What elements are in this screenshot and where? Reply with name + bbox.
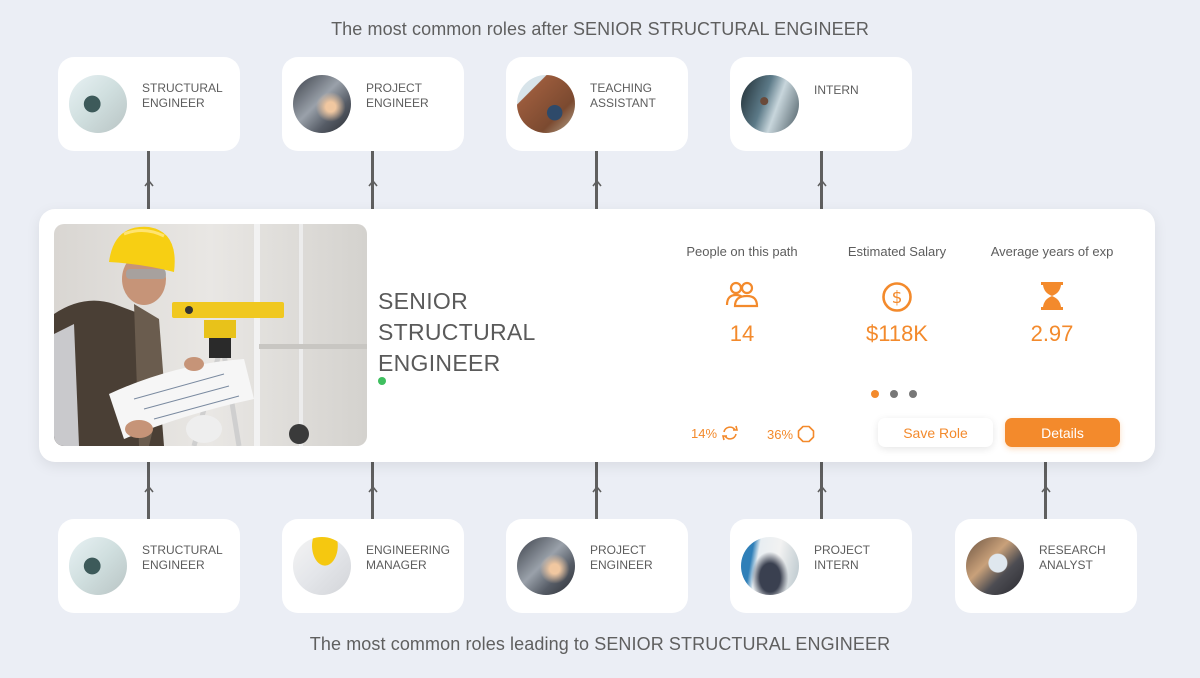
project-engineer-avatar [293, 75, 351, 133]
role-label-line2: ANALYST [1039, 558, 1093, 572]
current-role-card: SENIOR STRUCTURAL ENGINEER People on thi… [39, 209, 1155, 462]
teaching-assistant-avatar [517, 75, 575, 133]
title-line: STRUCTURAL [378, 319, 536, 345]
connector-line [595, 151, 598, 209]
stat-experience: Average years of exp 2.97 [972, 244, 1132, 347]
connector-line [371, 151, 374, 209]
role-label-line1: PROJECT [814, 543, 871, 557]
arrow-up-icon [592, 179, 602, 187]
octagon-icon [797, 425, 815, 443]
connector-line [820, 151, 823, 209]
metric-value: 36% [767, 426, 794, 442]
title-line: ENGINEER [378, 350, 501, 376]
structural-engineer-avatar [69, 75, 127, 133]
stat-value: $118K [866, 321, 928, 346]
intern-avatar [741, 75, 799, 133]
hourglass-icon [972, 281, 1132, 311]
role-label-line1: ENGINEERING [366, 543, 451, 557]
pagination-dot-2[interactable] [890, 390, 898, 398]
pagination-dot-3[interactable] [909, 390, 917, 398]
role-label-line2: MANAGER [366, 558, 427, 572]
pagination-dot-1[interactable] [871, 390, 879, 398]
next-roles-heading: The most common roles after SENIOR STRUC… [331, 19, 869, 39]
arrow-up-icon [592, 485, 602, 493]
refresh-icon [722, 425, 739, 441]
role-label-line2: ASSISTANT [590, 96, 656, 110]
arrow-up-icon [144, 179, 154, 187]
role-label-line1: INTERN [814, 82, 859, 97]
metric-retention: 14% [691, 425, 739, 441]
arrow-up-icon [368, 179, 378, 187]
connector-line [147, 151, 150, 209]
role-label-line2: ENGINEER [142, 96, 205, 110]
role-label-line1: PROJECT [590, 543, 647, 557]
stat-value: 2.97 [1030, 321, 1074, 346]
arrow-up-icon [368, 485, 378, 493]
current-role-title: SENIOR STRUCTURAL ENGINEER [378, 286, 536, 379]
pagination-dots [871, 390, 917, 398]
arrow-up-icon [144, 485, 154, 493]
stat-value: 14 [729, 321, 755, 346]
people-icon [662, 281, 822, 311]
research-analyst-avatar [966, 537, 1024, 595]
arrow-up-icon [1041, 485, 1051, 493]
role-label-line2: INTERN [814, 558, 859, 572]
metric-value: 14% [691, 425, 718, 441]
role-label-line1: PROJECT [366, 81, 423, 95]
metric-completion: 36% [767, 425, 815, 443]
stat-salary: Estimated Salary $ $118K [817, 244, 977, 347]
next-role-card-intern[interactable]: INTERN [730, 57, 912, 151]
connector-line [371, 462, 374, 519]
svg-text:$: $ [892, 288, 903, 308]
save-role-button[interactable]: Save Role [878, 418, 993, 447]
role-label-line2: ENGINEER [590, 558, 653, 572]
project-engineer-avatar [517, 537, 575, 595]
status-indicator [378, 377, 386, 385]
title-line: SENIOR [378, 288, 468, 314]
connector-line [820, 462, 823, 519]
arrow-up-icon [817, 179, 827, 187]
connector-line [147, 462, 150, 519]
role-label-line1: STRUCTURAL [142, 81, 223, 95]
stat-people: People on this path 14 [662, 244, 822, 347]
role-label-line2: ENGINEER [366, 96, 429, 110]
connector-line [1044, 462, 1047, 519]
stat-label: Estimated Salary [847, 244, 947, 259]
stat-label: Average years of exp [990, 244, 1114, 259]
role-label-line1: RESEARCH [1039, 543, 1106, 557]
stat-label: People on this path [686, 244, 798, 259]
project-intern-avatar [741, 537, 799, 595]
role-label-line2: ENGINEER [142, 558, 205, 572]
structural-engineer-avatar [69, 537, 127, 595]
engineering-manager-avatar [293, 537, 351, 595]
previous-roles-heading: The most common roles leading to SENIOR … [309, 634, 891, 654]
dollar-circle-icon: $ [817, 281, 977, 312]
arrow-up-icon [817, 485, 827, 493]
connector-line [595, 462, 598, 519]
role-label-line1: STRUCTURAL [142, 543, 223, 557]
role-label-line1: TEACHING [590, 81, 653, 95]
engineer-with-hard-hat-photo [54, 224, 367, 446]
details-button[interactable]: Details [1005, 418, 1120, 447]
